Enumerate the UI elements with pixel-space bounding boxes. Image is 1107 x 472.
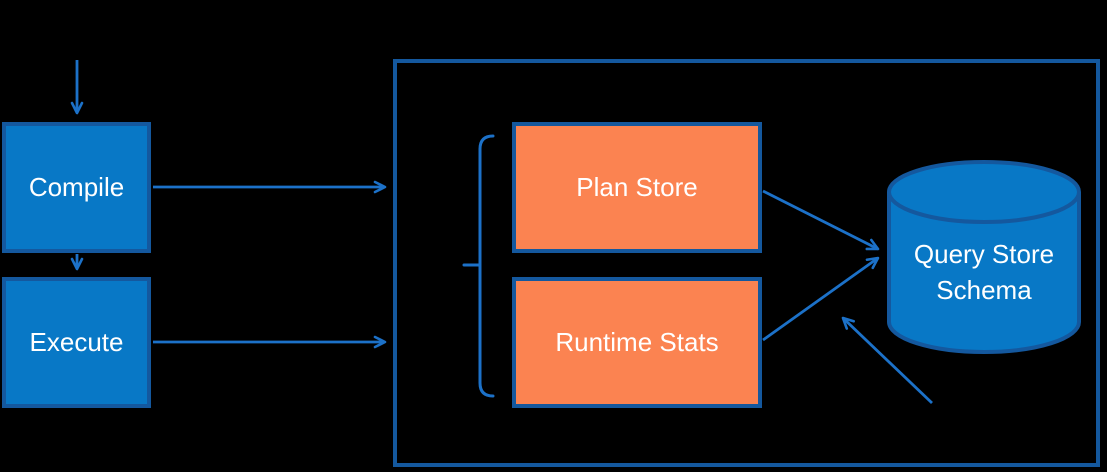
node-runtime-stats: Runtime Stats [512, 277, 762, 408]
node-compile-label: Compile [28, 172, 125, 202]
grouping-bracket [462, 134, 495, 398]
query-store-schema-label-line2: Schema [936, 275, 1032, 305]
query-store-container-box [393, 59, 1100, 467]
node-plan-store-label: Plan Store [576, 172, 698, 202]
query-store-schema-cylinder [887, 160, 1081, 354]
node-execute-label: Execute [29, 327, 124, 357]
node-plan-store: Plan Store [512, 122, 762, 253]
bracket-spine [478, 134, 495, 398]
cylinder-body [887, 192, 1081, 354]
arrow-runtimestats-to-schema [762, 256, 880, 342]
query-store-schema-label: Query Store Schema [889, 236, 1079, 308]
query-store-schema-label-line1: Query Store [913, 239, 1055, 269]
arrow-external-into-schema [841, 316, 933, 405]
node-runtime-stats-label: Runtime Stats [555, 327, 719, 357]
cylinder-top-rim [887, 160, 1081, 224]
node-compile: Compile [2, 122, 151, 253]
arrow-planstore-to-schema [762, 189, 880, 251]
node-execute: Execute [2, 277, 151, 408]
